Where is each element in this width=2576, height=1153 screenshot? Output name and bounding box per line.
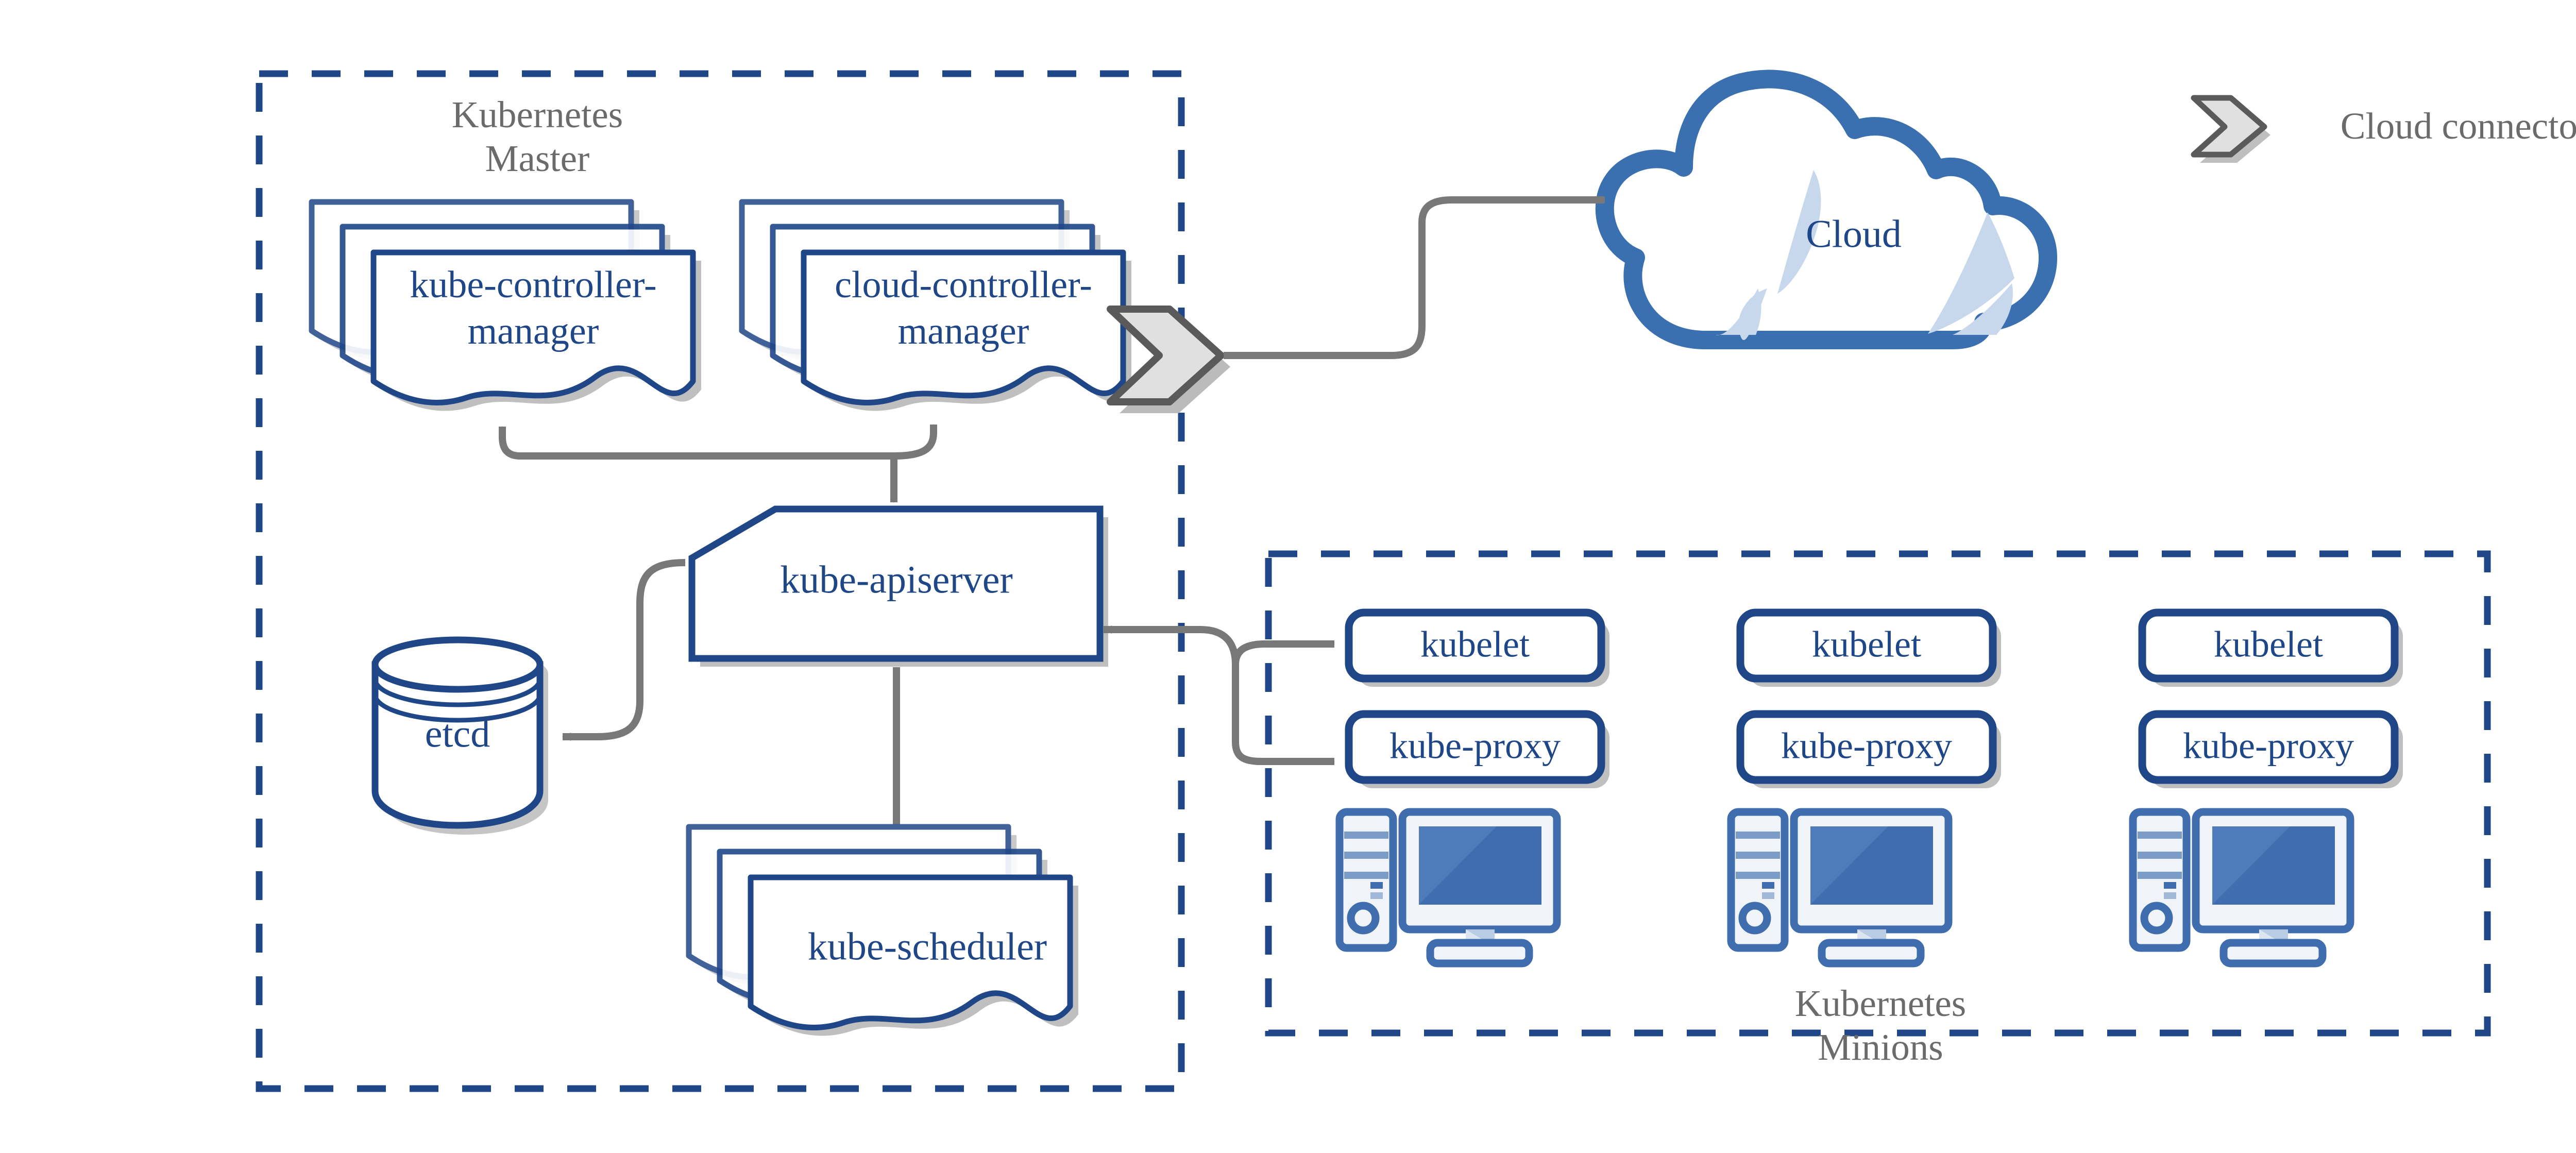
minion-3-kubelet-label: kubelet: [2214, 624, 2323, 665]
connector-to-kubelet: [1232, 640, 1335, 665]
kube-apiserver-label: kube-apiserver: [780, 558, 1013, 601]
etcd-cylinder-top: [371, 636, 544, 693]
minion-node-1[interactable]: kubelet kube-proxy: [1335, 608, 1609, 968]
minions-label-line1: Kubernetes: [1795, 982, 1966, 1024]
etcd-cylinder-body: [371, 661, 544, 829]
minion-3-kubelet-box[interactable]: [2138, 608, 2399, 683]
master-label-line1: Kubernetes: [452, 94, 623, 135]
cloud-label: Cloud: [1806, 212, 1902, 256]
minion-2-kubelet-label: kubelet: [1812, 624, 1921, 665]
etcd-label: etcd: [425, 712, 490, 755]
cloud-accent-3: [1716, 289, 1761, 335]
node-kube-apiserver[interactable]: kube-apiserver: [688, 505, 1108, 667]
connector-apiserver-to-controllers: [499, 424, 937, 503]
node-kube-controller-manager[interactable]: kube-controller- manager: [309, 199, 701, 411]
kube-controller-manager-label-line1: kube-controller-: [410, 264, 656, 306]
connector-apiserver-etcd: [562, 559, 686, 741]
etcd-ring-2: [372, 694, 543, 723]
minion-1-workstation-icon: [1335, 808, 1561, 968]
minion-2-workstation-icon: [1727, 808, 1953, 968]
cloud-connector-icon: [1107, 306, 1230, 413]
apiserver-shape: [688, 505, 1104, 662]
connector-apiserver-to-minion1: [1103, 625, 1335, 765]
kubernetes-master-group: Kubernetes Master: [256, 70, 1185, 1092]
etcd-ring-1: [372, 679, 543, 707]
minions-label-line2: Minions: [1818, 1026, 1943, 1068]
cloud-shape[interactable]: Cloud: [1595, 70, 2057, 349]
minion-1-kubelet-label: kubelet: [1420, 624, 1530, 665]
kube-controller-manager-label-line2: manager: [468, 310, 599, 352]
cloud-accent-4: [1953, 283, 2013, 335]
master-boundary: [256, 70, 1185, 1092]
minions-boundary: [1265, 550, 2491, 1037]
connector-ccm-to-cloud: [1224, 196, 1605, 359]
kube-scheduler-label: kube-scheduler: [808, 925, 1047, 968]
node-cloud-controller-manager[interactable]: cloud-controller- manager: [739, 199, 1131, 411]
minion-node-2[interactable]: kubelet kube-proxy: [1466, 608, 2001, 968]
cloud-accent-5: [1928, 212, 2014, 334]
legend-label: Cloud connector: [2341, 105, 2576, 147]
kubernetes-minions-group: Kubernetes Minions: [1265, 550, 2491, 1068]
minion-node-3[interactable]: kubelet kube-proxy: [2129, 608, 2403, 968]
minion-2-kube-proxy-label: kube-proxy: [1781, 725, 1952, 767]
legend-cloud-connector: Cloud connector: [2191, 95, 2576, 163]
cloud-controller-manager-label-line2: manager: [898, 310, 1029, 352]
master-label-line2: Master: [485, 138, 590, 179]
minion-3-kube-proxy-box[interactable]: [2138, 710, 2399, 784]
minion-1-kube-proxy-label: kube-proxy: [1389, 725, 1561, 767]
cloud-controller-manager-label-line1: cloud-controller-: [835, 264, 1092, 306]
minion-1-kube-proxy-box[interactable]: [1345, 710, 1605, 784]
cloud-accent-1: [1777, 170, 1821, 294]
connector-to-kube-proxy: [1103, 625, 1335, 765]
node-kube-scheduler[interactable]: kube-scheduler: [686, 824, 1078, 1036]
minion-2-kube-proxy-box[interactable]: [1736, 710, 1997, 784]
minion-3-workstation-icon: [2129, 808, 2354, 968]
minion-3-kube-proxy-label: kube-proxy: [2183, 725, 2354, 767]
minion-1-kubelet-box[interactable]: [1345, 608, 1605, 683]
minion-2-kubelet-box[interactable]: [1736, 608, 1997, 683]
cloud-outline: [1595, 70, 2057, 349]
node-etcd[interactable]: etcd: [371, 636, 548, 835]
legend-chevron-icon: [2191, 95, 2267, 158]
